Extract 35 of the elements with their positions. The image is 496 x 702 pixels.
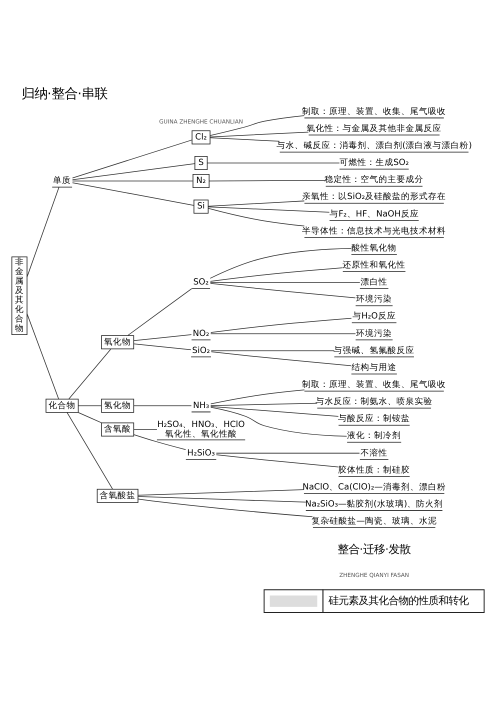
- node-text: 半导体性：信息技术与光电技术材料: [302, 226, 446, 236]
- node-text: 氧化性：与金属及其他非金属反应: [306, 124, 442, 134]
- node-text: NO₂: [192, 328, 210, 339]
- node-text: SO₂: [193, 278, 209, 288]
- node-text: 与强碱、氢氟酸反应: [334, 346, 415, 356]
- node-text: 结构与用途: [352, 362, 397, 373]
- label: 硅元素及其化合物的性质和转化: [328, 594, 469, 607]
- node-text: 不溶性: [360, 448, 388, 458]
- node-text: 制取：原理、装置、收集、尾气吸收: [302, 380, 446, 390]
- node-text: 还原性和氧化性: [342, 260, 406, 270]
- node-text: Na₂SiO₃—黏胶剂(水玻璃)、防火剂: [305, 499, 444, 510]
- node-text: 单质: [53, 176, 72, 186]
- node-text: 环境污染: [356, 294, 392, 305]
- node-text: 制取：原理、装置、收集、尾气吸收: [302, 106, 446, 117]
- node-text: 与H₂O反应: [352, 312, 396, 322]
- node-text: 与酸反应：制铵盐: [338, 414, 410, 424]
- node-text: 复杂硅酸盐—陶瓷、玻璃、水泥: [311, 516, 437, 527]
- node-text: 液化：制冷剂: [347, 431, 402, 442]
- node-text: 漂白性: [360, 278, 388, 288]
- node-text: 胶体性质：制硅胶: [338, 465, 410, 476]
- node-text: 环境污染: [356, 328, 392, 339]
- node-text: 与水、碱反应：消毒剂、漂白剂(漂白液与漂白粉): [276, 141, 472, 151]
- node-text: NH₃: [192, 400, 210, 411]
- node-text: NaClO、Ca(ClO)₂—消毒剂、漂白粉: [302, 482, 446, 492]
- label: 整合·迁移·发散: [338, 542, 411, 556]
- node-text: 与F₂、HF、NaOH反应: [329, 209, 419, 220]
- diagram-title: 归纳·整合·串联: [21, 87, 108, 102]
- node-text: 稳定性：空气的主要成分: [324, 175, 424, 186]
- node-text: 与水反应：制氨水、喷泉实验: [316, 397, 433, 408]
- node-text: 亲氧性：以SiO₂及硅酸盐的形式存在: [302, 192, 446, 202]
- node-text: H₂SiO₃: [187, 448, 215, 458]
- node-text: 酸性氧化物: [352, 243, 397, 254]
- node-text: 可燃性：生成SO₂: [339, 158, 409, 168]
- node-text: SiO₂: [192, 346, 210, 356]
- node-text: H₂SO₄、HNO₃、HClO 氧化性、氧化性酸: [157, 420, 245, 440]
